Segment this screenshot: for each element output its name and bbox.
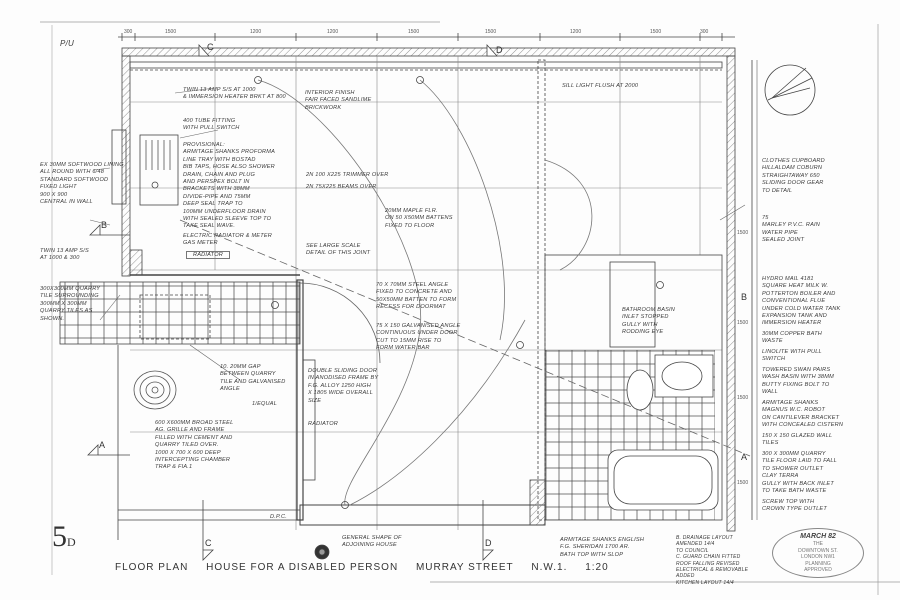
dimension-label: 1500 xyxy=(485,29,497,35)
dimension-label: 1500 xyxy=(737,320,749,326)
note-screw-top: SCREW TOP WITH CROWN TYPE OUTLET xyxy=(762,499,827,513)
section-mark-c: C xyxy=(205,538,212,548)
dimension-label: 1500 xyxy=(650,29,662,35)
light-points xyxy=(254,76,664,509)
note-revisions: B. DRAINAGE LAYOUT AMENDED 14/4 TO COUNC… xyxy=(676,535,749,586)
section-mark-a: A xyxy=(741,452,748,462)
dimension-label: 300 xyxy=(700,29,709,35)
note-steel-angle: 70 X 70mm STEEL ANGLE FIXED TO CONCRETE … xyxy=(376,282,457,311)
note-rainwater-pipe: 75 MARLEY P.V.C. RAIN WATER PIPE SEALED … xyxy=(762,215,821,244)
note-wall-tiles: 150 X 150 GLAZED WALL TILES xyxy=(762,433,833,447)
title-project: HOUSE FOR A DISABLED PERSON xyxy=(206,562,399,573)
note-sliding-door: DOUBLE SLIDING DOOR IN ANODISED FRAME BY… xyxy=(308,368,379,404)
dimension-label: 1500 xyxy=(737,395,749,401)
note-copper-pipe: 30mm COPPER BATH WASTE xyxy=(762,331,822,345)
dimension-ticks xyxy=(121,33,723,41)
note-sink: BATHROOM BASIN INLET STOPPED GULLY WITH … xyxy=(622,307,676,336)
note-clothes-cupboard: CLOTHES CUPBOARD HILLALDAM COBURN STRAIG… xyxy=(762,158,825,194)
note-sill-light: SILL LIGHT FLUSH AT 2000 xyxy=(562,83,639,89)
note-radiator: RADIATOR xyxy=(186,251,230,259)
section-mark-c: C xyxy=(207,42,214,52)
title-postcode: N.W.1. xyxy=(531,562,568,573)
note-beams: 2N 75X225 BEAMS OVER xyxy=(306,184,377,190)
title-plan: FLOOR PLAN xyxy=(115,562,189,573)
note-tube-fitting: 400 TUBE FITTING WITH PULL SWITCH xyxy=(183,118,240,132)
drawing-title: FLOOR PLAN HOUSE FOR A DISABLED PERSON M… xyxy=(115,562,623,573)
section-mark-d: D xyxy=(496,45,503,55)
section-mark-b: B xyxy=(101,220,108,230)
note-bath: ARMITAGE SHANKS ENGLISH F.G. SHERIDAN 17… xyxy=(560,537,645,558)
dimension-label: 1500 xyxy=(165,29,177,35)
note-angle-label: 1/EQUAL xyxy=(252,401,278,407)
dimension-label: 1200 xyxy=(250,29,262,35)
title-scale: 1:20 xyxy=(585,562,609,573)
note-fluorescent: LINOLITE WITH PULL SWITCH xyxy=(762,349,822,363)
dimension-label: 1200 xyxy=(327,29,339,35)
note-trimmer: 2N 100 X225 TRIMMER OVER xyxy=(306,172,389,178)
note-gap-quarry: 10. 20mm GAP BETWEEN QUARRY TILE AND GAL… xyxy=(220,364,286,393)
note-boiler: HYDRO MAIL 4181 SQUARE HEAT MILK W. POTT… xyxy=(762,276,841,327)
section-mark-b: B xyxy=(741,292,748,302)
dimension-label: 1500 xyxy=(408,29,420,35)
north-arrow-icon xyxy=(764,64,816,116)
note-interior-finish: INTERIOR FINISH FAIR FACED SANDLIME BRIC… xyxy=(305,90,372,111)
note-dpc: D.P.C. xyxy=(270,514,287,520)
note-gully: 600 X600mm BROAD STEEL AG. GRILLE AND FR… xyxy=(155,420,234,471)
note-light-wall: EX 30mm SOFTWOOD LINING ALL ROUND WITH 6… xyxy=(40,162,124,206)
note-adjoining-house: GENERAL SHAPE OF ADJOINING HOUSE xyxy=(342,535,402,549)
section-mark-a: A xyxy=(99,440,106,450)
dimension-label: 1200 xyxy=(570,29,582,35)
stamp-text: THE DOWNTOWN ST. LONDON NW1 PLANNING APP… xyxy=(798,541,838,573)
dimension-label: 300 xyxy=(124,29,133,35)
title-street: MURRAY STREET xyxy=(415,562,514,573)
dimension-label: 1500 xyxy=(737,230,749,236)
note-shower: PROVISIONAL: ARMITAGE SHANKS PROFORMA LI… xyxy=(183,142,276,230)
corner-label: P/u xyxy=(60,39,74,48)
note-radiator-mid: RADIATOR xyxy=(308,421,338,427)
dimension-label: 1500 xyxy=(737,480,749,486)
note-large-scale: SEE LARGE SCALE DETAIL OF THIS JOINT xyxy=(306,243,371,257)
note-twin-socket-top: TWIN 13 AMP S/S AT 1000 & IMMERSION HEAT… xyxy=(183,87,286,101)
note-floor-fall: 300 X 300mm QUARRY TILE FLOOR LAID TO FA… xyxy=(762,451,837,495)
note-basin: TOWERED SWAN PAIRS WASH BASIN WITH 38mm … xyxy=(762,367,834,396)
sheet-number: 5D xyxy=(52,520,76,554)
sheet-number-main: 5 xyxy=(52,520,67,553)
approval-stamp: MARCH 82 THE DOWNTOWN ST. LONDON NW1 PLA… xyxy=(772,528,864,578)
stamp-date: MARCH 82 xyxy=(800,533,836,540)
gully-cover xyxy=(133,370,177,410)
sheet-number-suffix: D xyxy=(67,535,76,549)
note-wc: ARMITAGE SHANKS MAGNUS W.C. ROBOT ON CAN… xyxy=(762,400,844,429)
note-quarry-tiles: 300x300mm QUARRY TILE SURROUNDING 300mm … xyxy=(40,286,101,322)
note-maple-floor: 20mm MAPLE FLR. ON 50 X50mm BATTENS FIXE… xyxy=(385,208,453,229)
note-galvanised-angle: 75 X 150 GALVANISED ANGLE CONTINUOUS UND… xyxy=(376,323,461,352)
note-electric-radiator: ELECTRIC RADIATOR & METER GAS METER xyxy=(183,233,273,247)
section-mark-d: D xyxy=(485,538,492,548)
note-twin-socket-left: TWIN 13 AMP S/S AT 1000 & 300 xyxy=(40,248,89,262)
